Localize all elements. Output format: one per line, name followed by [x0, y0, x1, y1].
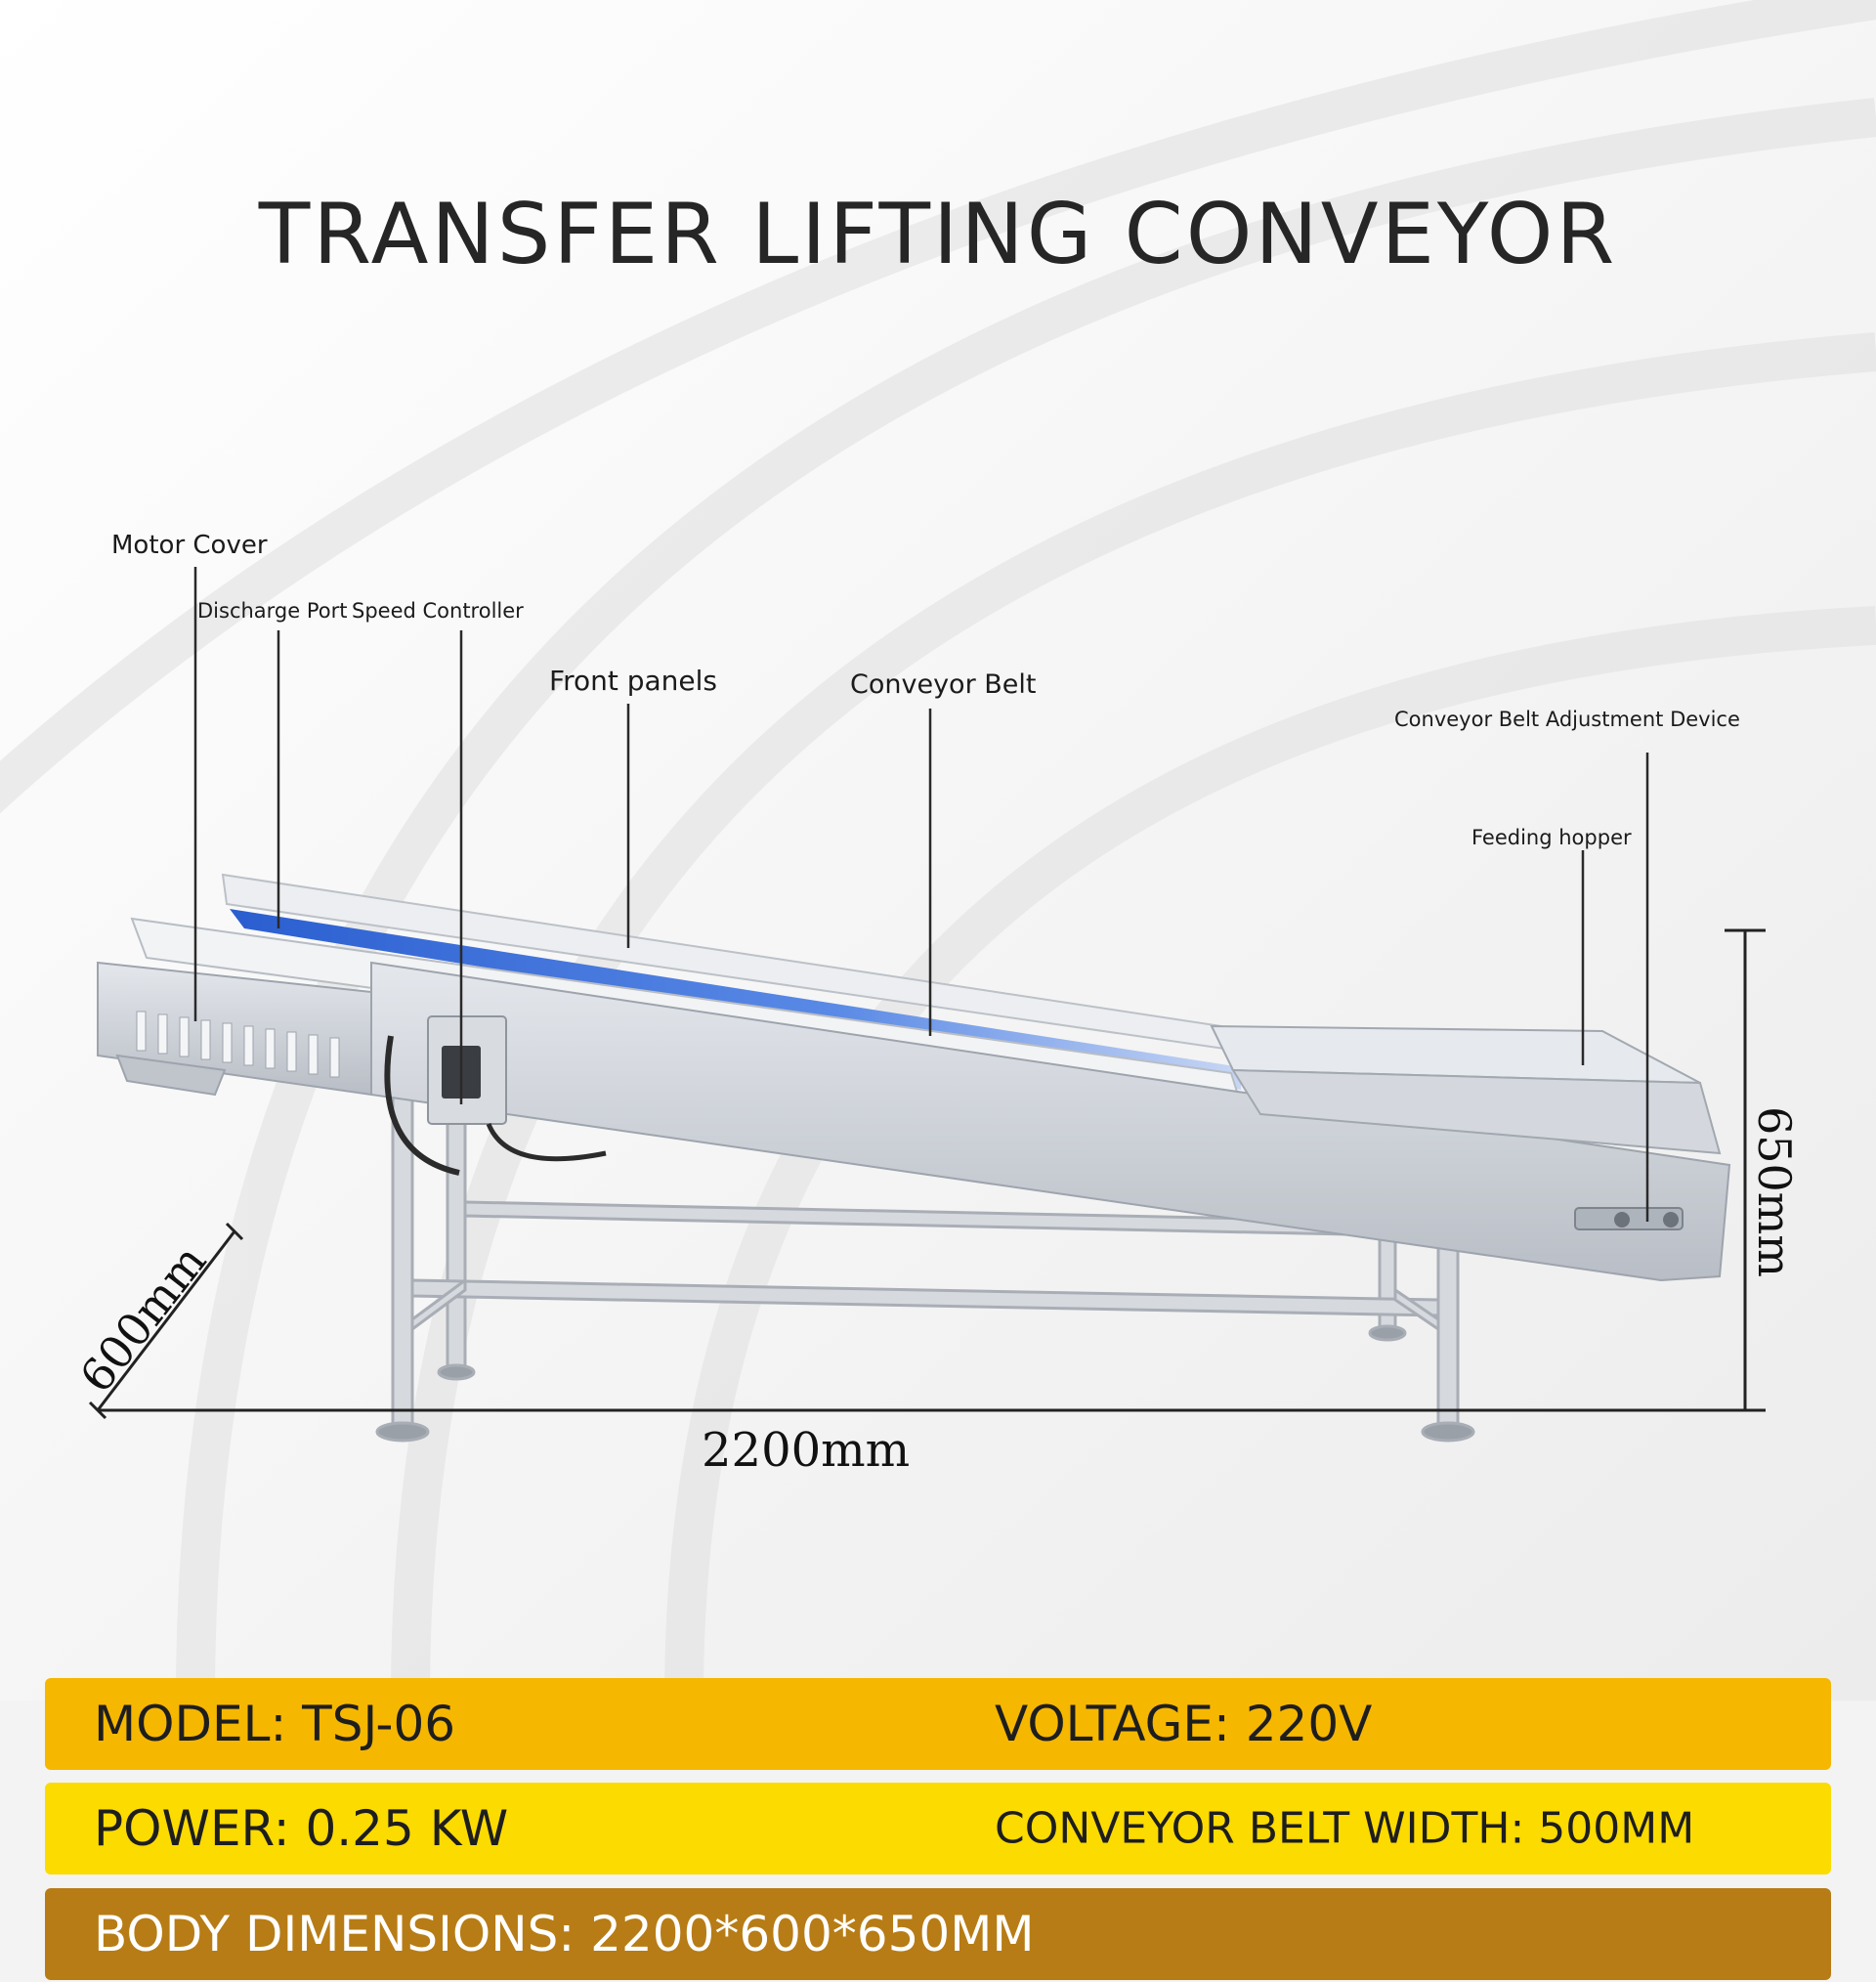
feeding-hopper	[1210, 1024, 1722, 1155]
dimension-height: 650mm	[1748, 1106, 1801, 1277]
spec-power: POWER: 0.25 KW	[94, 1800, 509, 1857]
spec-row-1: MODEL: TSJ-06 VOLTAGE: 220V	[45, 1678, 1831, 1770]
motor-cover	[97, 961, 372, 1097]
label-discharge-port: Discharge Port	[197, 599, 348, 623]
dimension-width: 600mm	[69, 1235, 216, 1402]
spec-row-3: BODY DIMENSIONS: 2200*600*650MM	[45, 1888, 1831, 1980]
label-motor-cover: Motor Cover	[111, 531, 268, 560]
spec-voltage: VOLTAGE: 220V	[995, 1696, 1373, 1752]
spec-belt-width: CONVEYOR BELT WIDTH: 500MM	[995, 1803, 1695, 1854]
conveyor-diagram: Motor Cover Discharge Port Speed Control…	[69, 531, 1801, 1478]
label-front-panels: Front panels	[549, 665, 717, 697]
dimension-length: 2200mm	[702, 1423, 910, 1478]
spec-body-dimensions: BODY DIMENSIONS: 2200*600*650MM	[94, 1906, 1035, 1962]
label-speed-controller: Speed Controller	[352, 599, 524, 623]
spec-row-2: POWER: 0.25 KW CONVEYOR BELT WIDTH: 500M…	[45, 1783, 1831, 1874]
belt-adjustment-device	[1574, 1207, 1684, 1230]
label-conveyor-belt: Conveyor Belt	[850, 669, 1036, 700]
label-belt-adjustment: Conveyor Belt Adjustment Device	[1394, 708, 1740, 731]
background-pattern	[0, 0, 1876, 1701]
spec-model: MODEL: TSJ-06	[94, 1696, 456, 1752]
page-title: TRANSFER LIFTING CONVEYOR	[258, 186, 1618, 283]
label-feeding-hopper: Feeding hopper	[1471, 826, 1632, 849]
